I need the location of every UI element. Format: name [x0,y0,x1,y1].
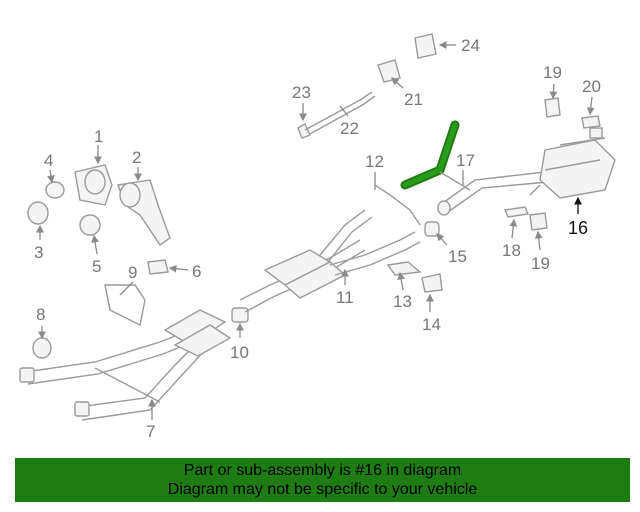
callout-9: 9 [128,263,137,282]
callout-1: 1 [94,127,103,146]
callout-11: 11 [336,288,354,307]
callout-24: 24 [461,36,480,55]
callout-labels: 1 2 3 4 5 6 7 8 9 10 11 12 13 14 15 16 1… [34,36,601,441]
callout-23: 23 [292,83,311,102]
gaskets-and-brackets [27,181,169,359]
callout-13: 13 [393,292,412,311]
callout-4: 4 [44,151,53,170]
banner-line-disclaimer: Diagram may not be specific to your vehi… [167,481,478,498]
callout-19-lower: 19 [531,254,550,273]
hangers [374,184,443,293]
callout-3: 3 [34,243,43,262]
callout-7: 7 [146,422,155,441]
part-info-banner: Part or sub-assembly is #16 in diagram D… [15,458,630,502]
leader-lines [36,41,595,420]
callout-8: 8 [36,305,45,324]
callout-20: 20 [582,77,601,96]
banner-line-part: Part or sub-assembly is #16 in diagram [183,462,462,479]
callout-5: 5 [92,257,101,276]
callout-17: 17 [456,151,475,170]
exhaust-diagram: 1 2 3 4 5 6 7 8 9 10 11 12 13 14 15 16 1… [19,33,616,441]
exhaust-manifolds [74,164,171,246]
callout-16: 16 [568,218,588,238]
callout-18: 18 [502,241,521,260]
callout-10: 10 [230,343,249,362]
callout-19-upper: 19 [543,63,562,82]
callout-14: 14 [422,315,441,334]
callout-15: 15 [448,247,467,266]
callout-22: 22 [340,119,359,138]
catalytic-section [163,209,421,357]
callout-12: 12 [365,152,384,171]
callout-2: 2 [132,148,141,167]
rear-muffler [437,127,616,216]
callout-21: 21 [404,90,423,109]
callout-6: 6 [192,262,201,281]
upper-components [297,33,601,231]
